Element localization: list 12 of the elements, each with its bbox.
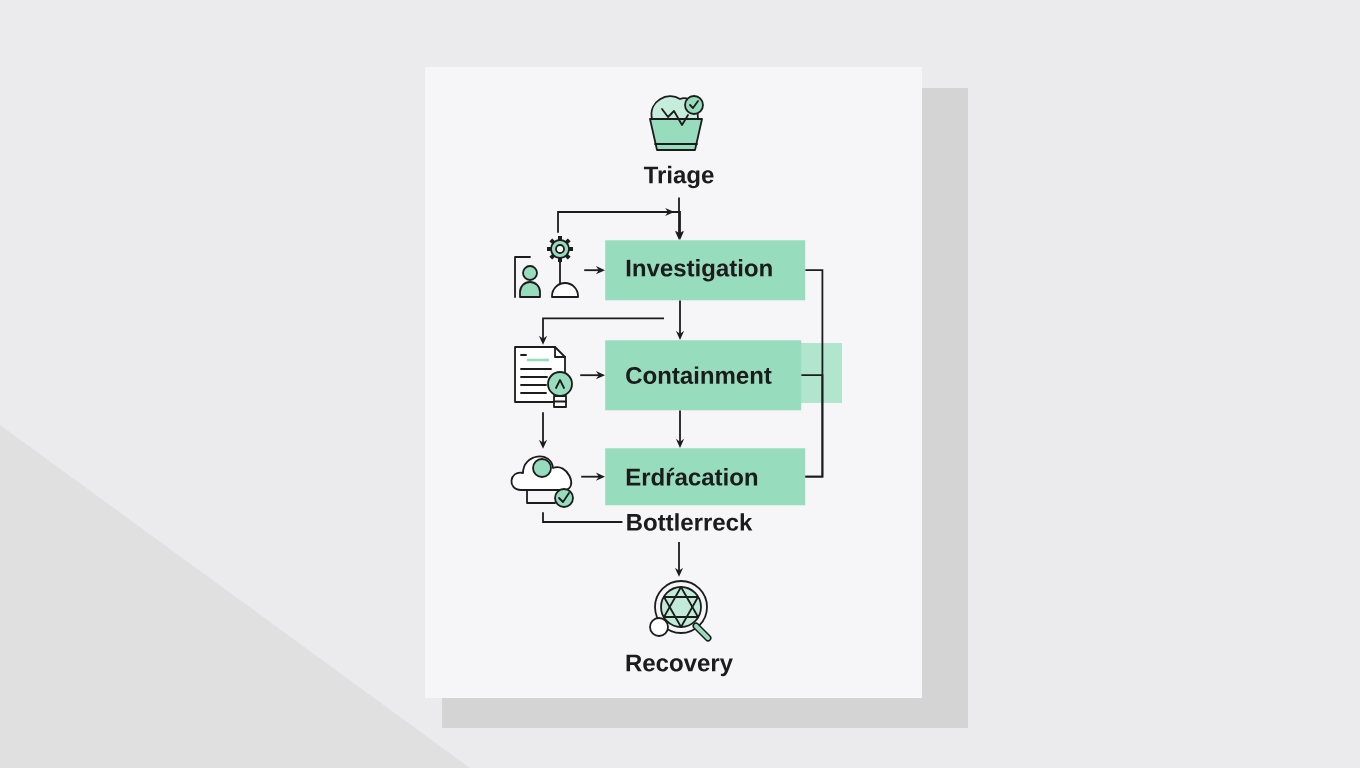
person-gear-icon <box>514 236 579 298</box>
step-label: Bottlerreck <box>627 513 753 531</box>
document-bulb-icon <box>514 346 573 408</box>
step-label: Recovery <box>626 654 733 677</box>
step-box: Containment <box>605 340 802 411</box>
step-box: Erdŕacation <box>605 448 806 506</box>
globe-magnifier-icon <box>649 580 712 642</box>
cloud-icon <box>510 455 574 508</box>
connector-line <box>542 511 624 523</box>
step-label: Triage <box>643 165 714 189</box>
step-box: Investigation <box>605 240 806 301</box>
connector-line <box>800 374 824 478</box>
